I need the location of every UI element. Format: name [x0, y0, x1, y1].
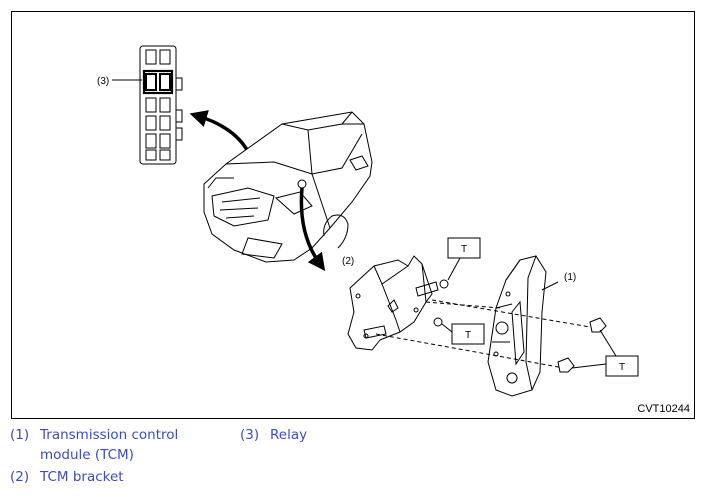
torque-marker-box: T — [571, 329, 639, 377]
torque-marker-label: T — [465, 330, 471, 341]
legend-number: (3) — [240, 427, 260, 443]
legend-number: (2) — [10, 469, 30, 485]
tcm-bracket-icon — [347, 255, 439, 351]
figure-code: CVT10244 — [637, 403, 690, 415]
legend-text: Relay — [270, 427, 308, 443]
legend-item-tcm: (1) Transmission control module (TCM) — [0, 425, 220, 465]
torque-marker-box: T — [447, 237, 481, 281]
callout-2: (2) — [342, 256, 354, 267]
legend-number: (1) — [10, 427, 30, 443]
legend-item-relay: (3) Relay — [230, 425, 450, 445]
tcm-location-dot — [297, 179, 307, 189]
diagram-canvas: (3) — [97, 45, 639, 397]
legend-text: Transmission control module (TCM) — [40, 427, 179, 463]
relay-block-icon — [139, 45, 183, 165]
arrow-icon — [299, 187, 326, 272]
tcm-icon — [487, 255, 547, 397]
mounting-guide-lines — [375, 299, 597, 369]
tcm-leader-line — [541, 281, 559, 291]
torque-marker-label: T — [461, 244, 467, 255]
callout-1: (1) — [564, 272, 576, 283]
legend-item-tcm-bracket: (2) TCM bracket — [0, 467, 220, 487]
torque-marker-box: T — [441, 323, 485, 345]
torque-marker-label: T — [619, 362, 625, 373]
diagram-frame: (3) — [11, 11, 695, 419]
vehicle-icon — [203, 111, 373, 263]
callout-3: (3) — [97, 76, 109, 87]
legend-text: TCM bracket — [40, 469, 124, 485]
nut-icon — [433, 279, 607, 373]
